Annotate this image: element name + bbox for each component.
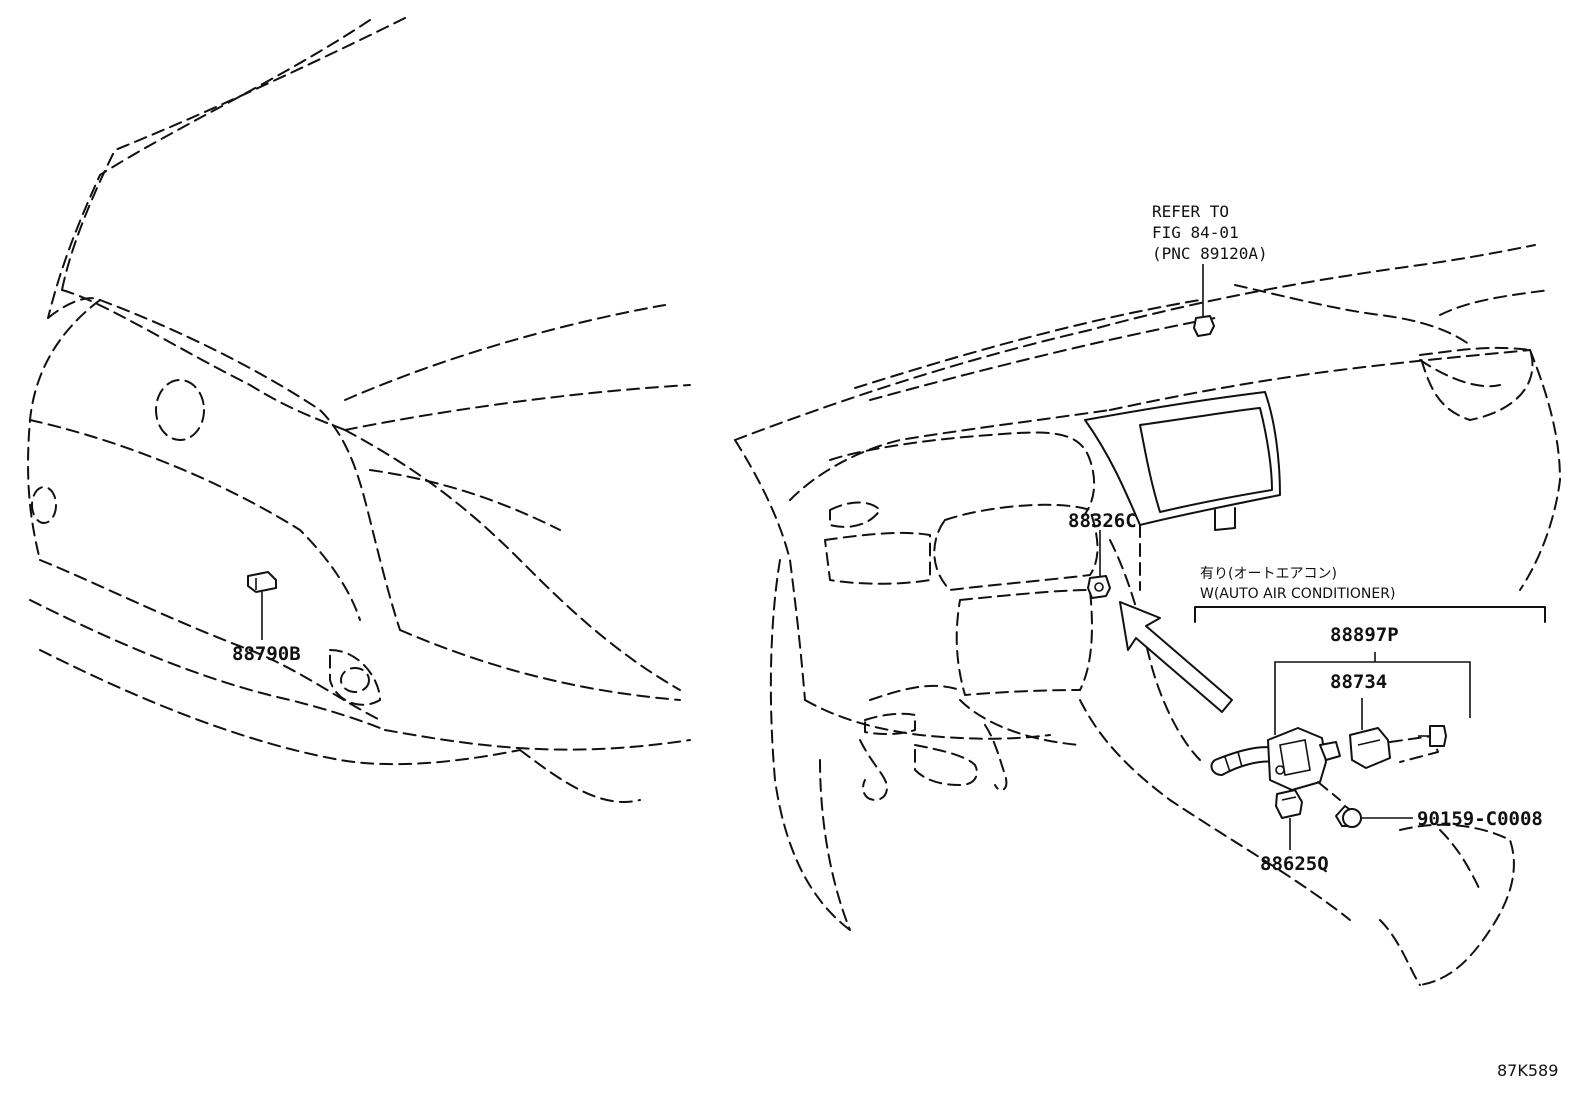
part-label-90159-c0008[interactable]: 90159-C0008 — [1417, 808, 1543, 830]
condition-note-line-2: W(AUTO AIR CONDITIONER) — [1200, 586, 1395, 602]
part-88326c-sensor[interactable] — [1087, 530, 1111, 599]
part-label-88790b[interactable]: 88790B — [232, 643, 301, 665]
part-label-88326c[interactable]: 88326C — [1068, 510, 1137, 532]
condition-bracket — [1194, 606, 1546, 623]
dashboard-outline — [734, 244, 1561, 986]
part-label-88625q[interactable]: 88625Q — [1260, 853, 1329, 875]
reference-note-line-1: REFER TO — [1152, 202, 1229, 221]
reference-note-line-3: (PNC 89120A) — [1152, 244, 1268, 263]
part-label-88734[interactable]: 88734 — [1330, 671, 1387, 693]
aspirator-assembly[interactable] — [1210, 725, 1447, 828]
leader-lines — [1274, 652, 1471, 850]
part-89120a-sensor[interactable] — [1193, 264, 1215, 337]
detail-arrow — [1119, 601, 1233, 713]
vehicle-front-outline — [27, 17, 691, 803]
condition-note-line-1: 有り(オートエアコン) — [1200, 566, 1337, 582]
reference-note-line-2: FIG 84-01 — [1152, 223, 1239, 242]
part-label-88897p[interactable]: 88897P — [1330, 624, 1399, 646]
part-88790b-sensor[interactable] — [247, 571, 277, 640]
figure-id: 87K589 — [1497, 1061, 1558, 1080]
